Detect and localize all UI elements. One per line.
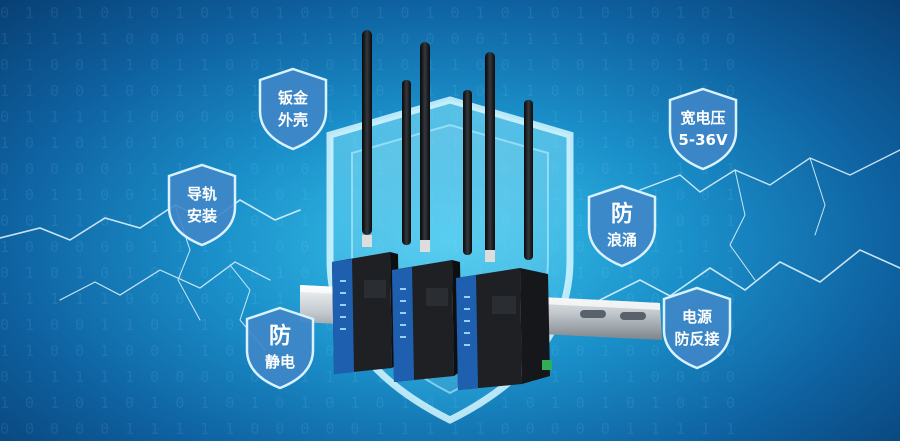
badge-line1: 导轨 — [186, 185, 217, 203]
antenna-icon — [362, 30, 533, 262]
badge-sheet-metal: 钣金 外壳 — [256, 66, 330, 152]
badge-shield-icon — [662, 286, 732, 370]
badge-line1: 钣金 — [277, 89, 308, 107]
badge-line1: 防 — [268, 324, 291, 349]
badge-line1: 电源 — [681, 308, 712, 326]
badge-shield-icon — [587, 184, 657, 268]
badge-line2: 安装 — [186, 207, 217, 225]
badge-line2: 5-36V — [678, 131, 728, 149]
badge-line1: 宽电压 — [680, 109, 726, 127]
router-devices — [332, 30, 552, 390]
badge-shield-icon — [258, 67, 328, 151]
badge-shield-icon — [668, 87, 738, 171]
badge-line1: 防 — [610, 202, 633, 227]
badge-reverse-power: 电源 防反接 — [660, 285, 734, 371]
badge-line2: 静电 — [264, 353, 295, 371]
badge-wide-voltage: 宽电压 5-36V — [666, 86, 740, 172]
badge-line2: 外壳 — [277, 111, 308, 129]
badge-anti-static: 防 静电 — [243, 305, 317, 391]
badge-shield-icon — [167, 163, 237, 247]
badge-din-rail: 导轨 安装 — [165, 162, 239, 248]
badge-line2: 防反接 — [674, 330, 720, 348]
badge-surge: 防 浪涌 — [585, 183, 659, 269]
badge-line2: 浪涌 — [606, 231, 637, 249]
badge-shield-icon — [245, 306, 315, 390]
